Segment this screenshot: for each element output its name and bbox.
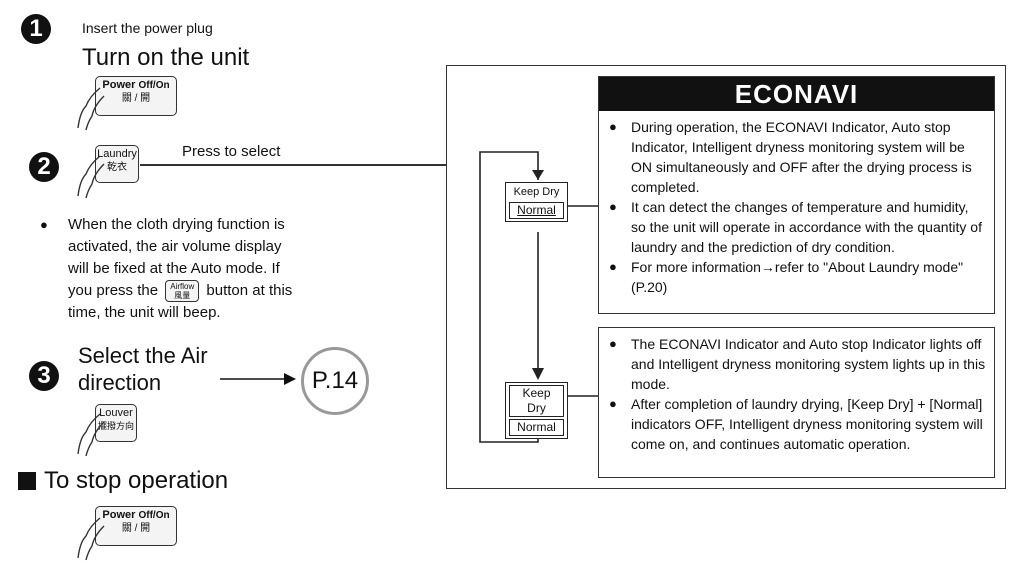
econavi-bullet: During operation, the ECONAVI Indicator,… [607, 117, 987, 197]
laundry-note: ● When the cloth drying function is acti… [40, 214, 340, 324]
airflow-button-chinese: 風量 [174, 291, 191, 301]
power-button-sublabel: Off/On [138, 510, 170, 521]
keep-dry-label: Keep Dry [509, 385, 564, 417]
laundry-note-line: will be fixed at the Auto mode. If [68, 260, 280, 277]
stop-section-square-icon [18, 472, 36, 490]
keep-dry-indicator-off: Keep Dry Normal [505, 382, 568, 439]
econavi-bullet-list: During operation, the ECONAVI Indicator,… [607, 117, 987, 297]
louver-button-label: Louver [99, 407, 133, 419]
laundry-note-line: you press the [68, 282, 159, 299]
econavi-box: ECONAVI During operation, the ECONAVI In… [598, 76, 995, 314]
power-button-label: Power [102, 509, 136, 521]
page-reference-p14: P.14 [301, 347, 369, 415]
keep-dry-label: Keep Dry [513, 186, 560, 198]
power-button-illustration: Power Off/On 關 / 開 [95, 76, 177, 116]
mode-bullet: After completion of laundry drying, [Kee… [607, 394, 987, 454]
stop-operation-title: To stop operation [44, 467, 229, 494]
step-1-number: 1 [21, 14, 51, 44]
louver-button-illustration: Louver 擺撥方向 [95, 404, 137, 442]
laundry-note-line: time, the unit will beep. [68, 304, 221, 321]
airflow-button-illustration: Airflow 風量 [165, 280, 200, 303]
power-button-illustration: Power Off/On 關 / 開 [95, 506, 177, 546]
mode-description-box: The ECONAVI Indicator and Auto stop Indi… [598, 327, 995, 478]
laundry-note-line: When the cloth drying function is [68, 216, 285, 233]
step-3-title-line1: Select the Air [78, 343, 208, 368]
laundry-mode-panel [446, 65, 1006, 489]
step-2-number: 2 [29, 152, 59, 182]
hand-press-icon [77, 413, 105, 457]
econavi-bullet: For more information→refer to "About Lau… [607, 257, 987, 297]
step-3-number: 3 [29, 361, 59, 391]
power-button-label: Power [102, 79, 136, 91]
econavi-bullet: It can detect the changes of temperature… [607, 197, 987, 257]
hand-press-icon [77, 517, 105, 561]
press-to-select-text: Press to select [182, 143, 281, 160]
louver-button-chinese: 擺撥方向 [97, 421, 134, 431]
keep-dry-indicator: Keep Dry Normal [505, 182, 568, 222]
arrow-right-icon [220, 373, 296, 385]
hand-press-icon [77, 155, 105, 199]
laundry-note-line: button at this [206, 282, 293, 299]
step-1-instruction: Insert the power plug [82, 20, 213, 36]
normal-label: Normal [509, 202, 564, 219]
laundry-button-chinese: 乾衣 [107, 162, 127, 173]
connector-line [140, 164, 446, 166]
mode-bullet: The ECONAVI Indicator and Auto stop Indi… [607, 334, 987, 394]
power-button-sublabel: Off/On [138, 80, 170, 91]
power-button-chinese: 關 / 開 [121, 523, 151, 534]
laundry-button-label: Laundry [97, 148, 137, 160]
step-3-title-line2: direction [78, 370, 162, 395]
bullet-icon: ● [40, 217, 48, 232]
power-button-chinese: 關 / 開 [121, 93, 151, 104]
step-1-title: Turn on the unit [82, 44, 250, 71]
mode-bullet-list: The ECONAVI Indicator and Auto stop Indi… [607, 334, 987, 454]
airflow-button-label: Airflow [170, 282, 195, 292]
hand-press-icon [77, 87, 105, 131]
laundry-note-line: activated, the air volume display [68, 238, 282, 255]
laundry-button-illustration: Laundry 乾衣 [95, 145, 139, 183]
econavi-title: ECONAVI [599, 77, 994, 111]
normal-label: Normal [509, 419, 564, 436]
